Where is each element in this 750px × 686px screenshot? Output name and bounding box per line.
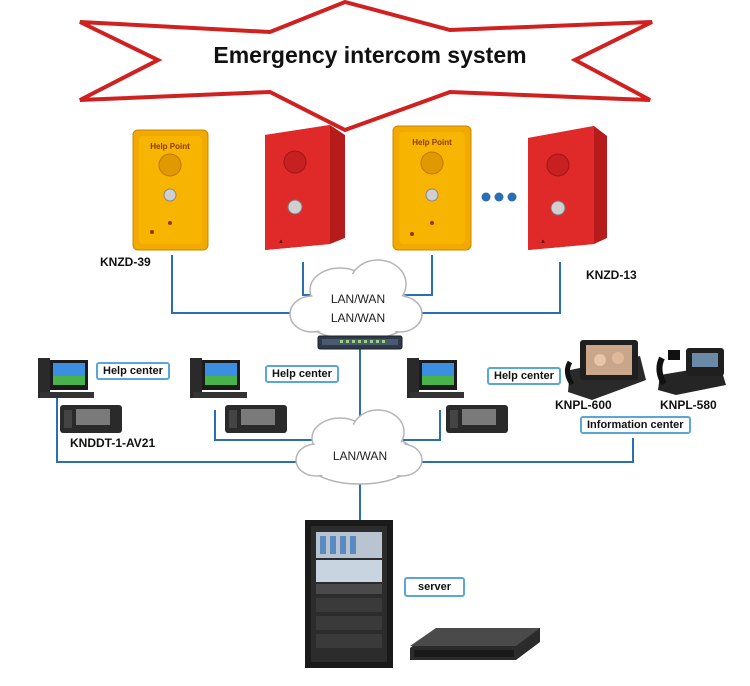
pc-workstation-2	[190, 358, 247, 398]
cloud-middle-fill	[306, 414, 414, 482]
knpl600-label: KNPL-600	[555, 398, 612, 412]
page-title: Emergency intercom system	[213, 42, 527, 68]
ip-phone-knpl600	[564, 340, 646, 400]
ellipsis-dots	[481, 192, 517, 202]
line-info-center	[400, 438, 634, 463]
information-center-label: Information center	[580, 416, 691, 434]
svg-text:▲: ▲	[540, 239, 546, 245]
line-knzd39	[171, 255, 330, 314]
call-button-4	[550, 200, 566, 216]
line-left-pc	[56, 398, 320, 463]
server-rack	[305, 520, 393, 668]
knddt-label: KNDDT-1-AV21	[70, 436, 156, 450]
speaker-grille-1	[158, 153, 182, 177]
desk-console-2	[225, 405, 287, 433]
line-mid-pc	[214, 410, 330, 441]
pc-workstation-3	[407, 358, 464, 398]
speaker-grille-3	[420, 151, 444, 175]
pc-workstation-1	[38, 358, 94, 398]
ip-phone-knpl580	[656, 348, 726, 395]
cloud-middle-label: LAN/WAN	[332, 449, 388, 463]
help-point-yellow-1: Help Point	[132, 129, 209, 251]
knzd13-label: KNZD-13	[586, 268, 637, 282]
cloud-top-fill	[302, 264, 414, 338]
title-banner	[79, 0, 653, 133]
help-center-label-2: Help center	[265, 365, 339, 383]
call-button-3	[425, 188, 439, 202]
svg-text:▲: ▲	[278, 239, 284, 245]
help-point-yellow-2: Help Point	[392, 125, 472, 251]
help-point-red-2: ▲	[528, 126, 607, 250]
line-knzd13	[400, 262, 561, 314]
help-point-red-1: ▲	[265, 125, 345, 250]
desk-console-3	[446, 405, 508, 433]
help-center-label-1: Help center	[96, 362, 170, 380]
speaker-grille-2	[283, 150, 307, 174]
rack-server-unit	[410, 628, 540, 660]
network-lines	[56, 255, 634, 522]
call-button-2	[287, 199, 303, 215]
cloud-top-label-1: LAN/WAN	[330, 292, 386, 306]
server-label: server	[404, 577, 466, 597]
knpl580-label: KNPL-580	[660, 398, 717, 412]
line-yellow-box-2	[400, 255, 433, 296]
call-button-1	[163, 188, 177, 202]
desk-console-1	[60, 405, 122, 433]
network-switch	[317, 335, 403, 350]
help-point-text-2: Help Point	[412, 138, 452, 147]
cloud-top-label-2: LAN/WAN	[330, 311, 386, 325]
help-point-text-1: Help Point	[150, 142, 190, 151]
line-right-pc	[400, 410, 441, 441]
knzd39-label: KNZD-39	[100, 255, 151, 269]
help-center-label-3: Help center	[487, 367, 561, 385]
speaker-grille-4	[546, 153, 570, 177]
